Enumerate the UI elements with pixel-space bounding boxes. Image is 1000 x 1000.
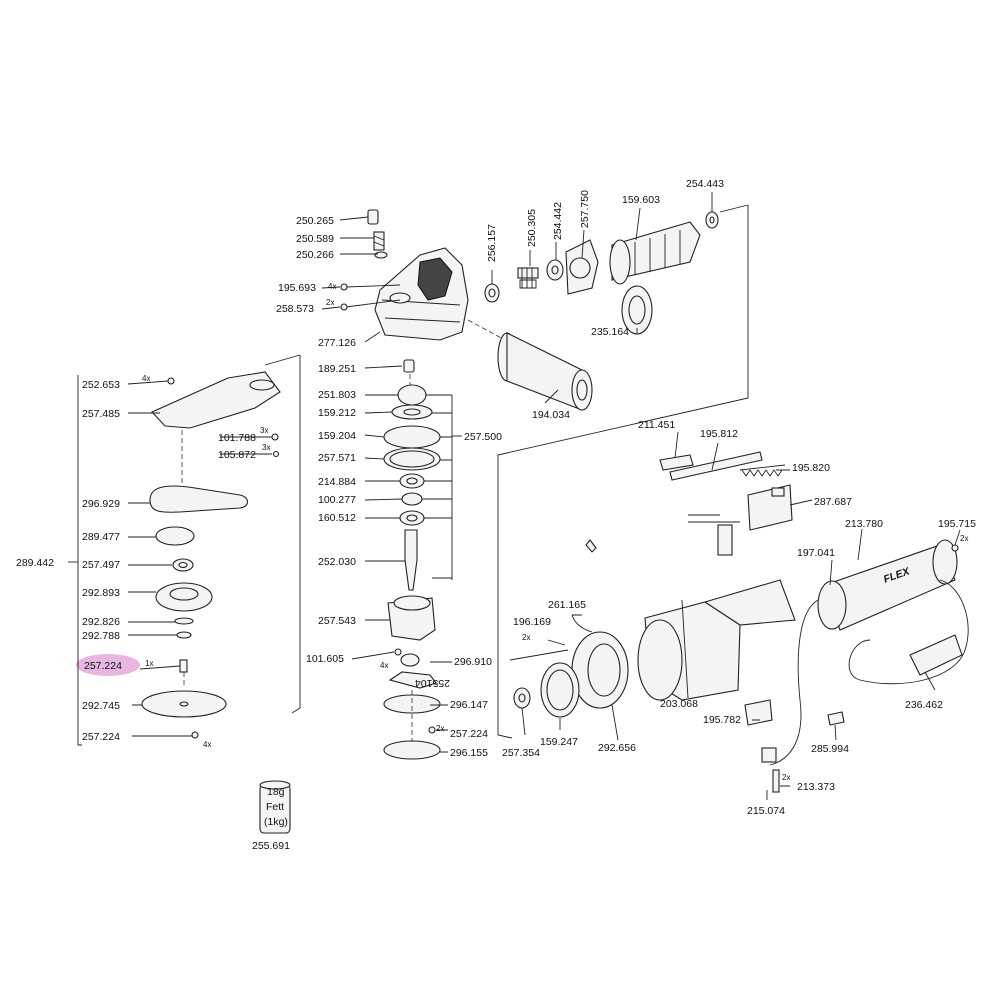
label-215-074: 215.074 <box>747 805 785 817</box>
label-255-691: 255.691 <box>252 840 290 852</box>
spindle-column <box>383 359 441 760</box>
label-258-573: 258.573 <box>276 303 314 315</box>
label-101-788: 101.788 <box>218 432 256 444</box>
group-frames <box>68 204 749 746</box>
label-194-034: 194.034 <box>532 409 570 421</box>
qty-105-872: 3x <box>262 443 270 452</box>
label-257-497: 257.497 <box>82 559 120 571</box>
label-277-126: 277.126 <box>318 337 356 349</box>
label-159-204: 159.204 <box>318 430 356 442</box>
label-292-893: 292.893 <box>82 587 120 599</box>
grease-name: Fett <box>266 801 284 813</box>
label-195-782: 195.782 <box>703 714 741 726</box>
motor-housing <box>374 247 469 341</box>
label-296-155: 296.155 <box>450 747 488 759</box>
label-292-788: 292.788 <box>82 630 120 642</box>
electrical-assembly <box>509 451 969 793</box>
label-160-512: 160.512 <box>318 512 356 524</box>
label-213-780: 213.780 <box>845 518 883 530</box>
armature-assembly <box>484 211 719 335</box>
label-213-373: 213.373 <box>797 781 835 793</box>
label-196-169: 196.169 <box>513 616 551 628</box>
label-195-820: 195.820 <box>792 462 830 474</box>
label-101-605: 101.605 <box>306 653 344 665</box>
label-195-715: 195.715 <box>938 518 976 530</box>
qty-196-169: 2x <box>522 633 530 642</box>
label-254-443: 254.443 <box>686 178 724 190</box>
label-235-164: 235.164 <box>591 326 629 338</box>
label-292-826: 292.826 <box>82 616 120 628</box>
grease-size: (1kg) <box>264 816 288 828</box>
label-159-603: 159.603 <box>622 194 660 206</box>
side-handle <box>497 332 593 411</box>
label-296-929: 296.929 <box>82 498 120 510</box>
qty-101-788: 3x <box>260 426 268 435</box>
label-296-910: 296.910 <box>454 656 492 668</box>
grease-can <box>259 780 291 834</box>
label-251-803: 251.803 <box>318 389 356 401</box>
label-289-442: 289.442 <box>16 557 54 569</box>
part-highlight <box>76 654 140 676</box>
label-296-147: 296.147 <box>450 699 488 711</box>
label-159-212: 159.212 <box>318 407 356 419</box>
qty-213-373: 2x <box>782 773 790 782</box>
label-257-500: 257.500 <box>464 431 502 443</box>
label-292-656: 292.656 <box>598 742 636 754</box>
label-257-485: 257.485 <box>82 408 120 420</box>
qty-257-224-highlighted: 1x <box>145 659 153 668</box>
label-255104: 255104 <box>415 677 450 689</box>
label-257-224-highlighted: 257.224 <box>84 660 122 672</box>
label-257-750: 257.750 <box>579 190 591 228</box>
label-252-653: 252.653 <box>82 379 120 391</box>
label-105-872: 105.872 <box>218 449 256 461</box>
part-labels: 250.265 250.589 250.266 195.693 4x 258.5… <box>16 178 976 852</box>
qty-257-224-left: 4x <box>203 740 211 749</box>
label-197-041: 197.041 <box>797 547 835 559</box>
qty-195-693: 4x <box>328 282 336 291</box>
label-292-745: 292.745 <box>82 700 120 712</box>
label-250-589: 250.589 <box>296 233 334 245</box>
grease-weight: 18g <box>267 786 285 798</box>
label-195-812: 195.812 <box>700 428 738 440</box>
label-256-157: 256.157 <box>486 224 498 262</box>
label-254-442: 254.442 <box>552 202 564 240</box>
label-211-451: 211.451 <box>638 419 675 431</box>
screw-stack <box>340 209 506 341</box>
qty-195-715: 2x <box>960 534 968 543</box>
label-257-224-centre: 257.224 <box>450 728 488 740</box>
label-285-994: 285.994 <box>811 743 849 755</box>
label-252-030: 252.030 <box>318 556 356 568</box>
label-100-277: 100.277 <box>318 494 356 506</box>
label-159-247: 159.247 <box>540 736 578 748</box>
label-189-251: 189.251 <box>318 363 356 375</box>
label-257-224-left: 257.224 <box>82 731 120 743</box>
label-289-477: 289.477 <box>82 531 120 543</box>
qty-101-605: 4x <box>380 661 388 670</box>
label-257-354: 257.354 <box>502 747 540 759</box>
leader-lines <box>127 192 961 800</box>
label-257-571: 257.571 <box>318 452 356 464</box>
label-250-305: 250.305 <box>526 209 538 247</box>
label-250-265: 250.265 <box>296 215 334 227</box>
pad-column <box>141 371 281 739</box>
label-195-693: 195.693 <box>278 282 316 294</box>
label-214-884: 214.884 <box>318 476 356 488</box>
label-203-068: 203.068 <box>660 698 698 710</box>
qty-252-653: 4x <box>142 374 150 383</box>
qty-258-573: 2x <box>326 298 334 307</box>
label-250-266: 250.266 <box>296 249 334 261</box>
label-257-543: 257.543 <box>318 615 356 627</box>
label-287-687: 287.687 <box>814 496 852 508</box>
label-261-165: 261.165 <box>548 599 586 611</box>
label-236-462: 236.462 <box>905 699 943 711</box>
qty-257-224-centre: 2x <box>436 724 444 733</box>
